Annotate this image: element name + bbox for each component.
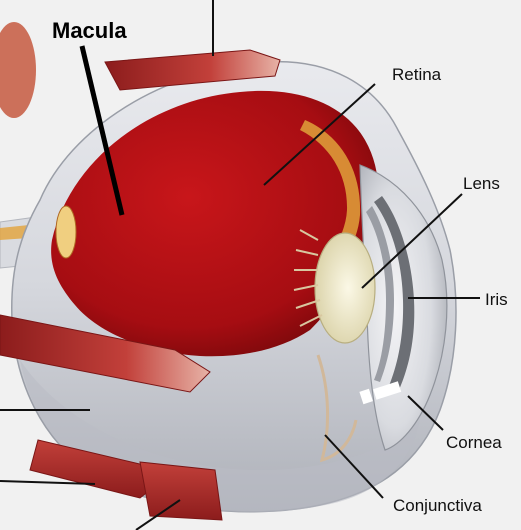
optic-disc [56,206,76,258]
lens [315,233,375,343]
label-iris: Iris [485,290,508,309]
label-lens: Lens [463,174,500,193]
label-retina: Retina [392,65,442,84]
lower-muscle-right [140,462,222,520]
label-macula: Macula [52,18,127,43]
label-cornea: Cornea [446,433,502,452]
label-conjunctiva: Conjunctiva [393,496,482,515]
